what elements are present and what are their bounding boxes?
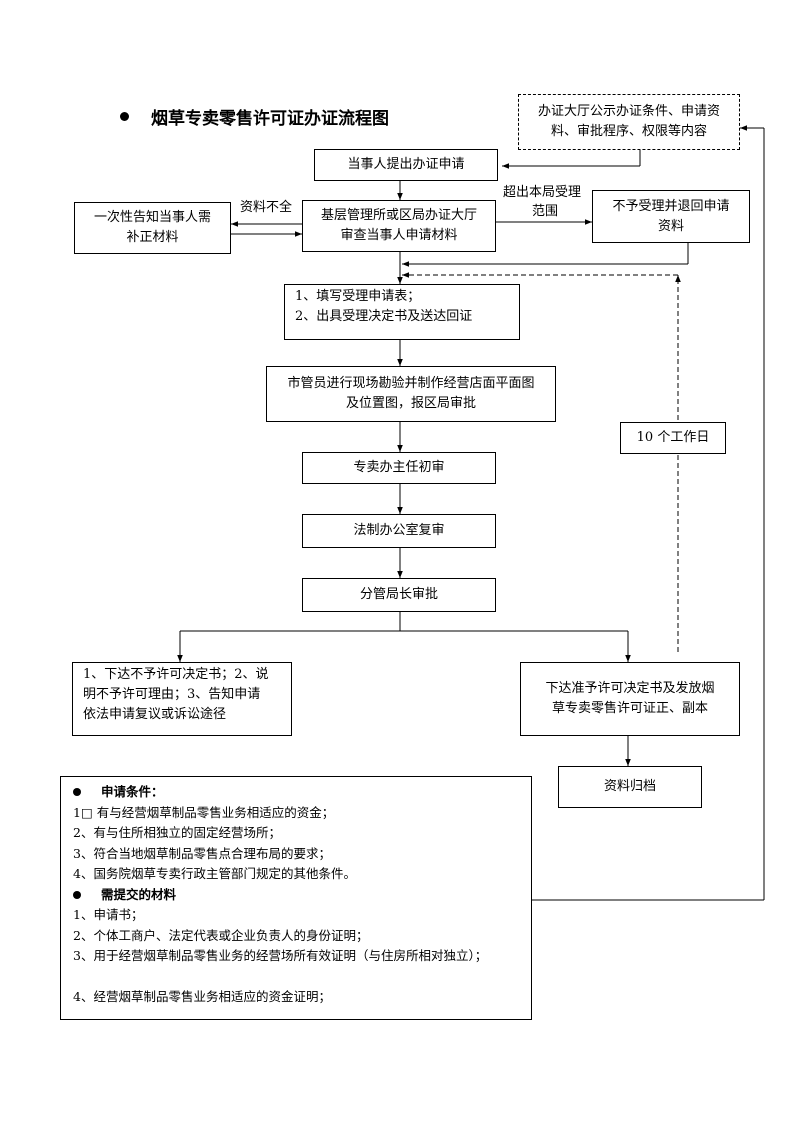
edge-label-incomplete: 资料不全	[240, 200, 293, 215]
materials-heading: 需提交的材料	[73, 885, 531, 906]
condition-item: 2、有与住所相独立的固定经营场所；	[73, 825, 281, 840]
materials-bullet-icon	[73, 890, 81, 899]
node-review-line-2: 审查当事人申请材料	[340, 228, 458, 243]
node-reject-line-1: 不予受理并退回申请	[612, 198, 730, 214]
condition-item: 3、符合当地烟草制品零售点合理布局的要求；	[73, 845, 331, 861]
node-notify-line-2: 补正材料	[126, 230, 179, 245]
node-first-review: 专卖办主任初审	[302, 452, 496, 484]
conditions-bullet-icon	[73, 788, 81, 797]
conditions-heading: 申请条件：	[73, 782, 531, 803]
node-review: 基层管理所或区局办证大厅 审查当事人申请材料	[302, 200, 496, 252]
material-item: 1、申请书；	[73, 907, 144, 922]
node-apply-text: 当事人提出办证申请	[347, 157, 465, 172]
title-bullet-icon	[120, 112, 129, 121]
page-title-text: 烟草专卖零售许可证办证流程图	[151, 109, 389, 129]
node-survey-line-2: 及位置图，报区局审批	[345, 396, 476, 411]
node-survey: 市管员进行现场勘验并制作经营店面平面图 及位置图，报区局审批	[266, 366, 556, 422]
node-review-line-1: 基层管理所或区局办证大厅	[320, 208, 477, 223]
node-public-notice-line-2: 料、审批程序、权限等内容	[550, 124, 707, 139]
material-item: 2、个体工商户、法定代表或企业负责人的身份证明；	[73, 927, 369, 943]
node-legal-review: 法制办公室复审	[302, 514, 496, 548]
node-reject: 不予受理并退回申请 资料	[592, 190, 750, 243]
node-fill-form: 1、填写受理申请表； 2、出具受理决定书及送达回证	[284, 284, 520, 340]
node-grant-decision: 下达准予许可决定书及发放烟 草专卖零售许可证正、副本	[520, 662, 740, 736]
node-deny-line-3: 依法申请复议或诉讼途径	[83, 707, 227, 722]
node-reject-line-2: 资料	[657, 218, 684, 234]
node-notify-line-1: 一次性告知当事人需	[93, 210, 211, 225]
material-item: 4、经营烟草制品零售业务相适应的资金证明；	[73, 988, 331, 1004]
node-deny-decision: 1、下达不予许可决定书；2、说 明不予许可理由；3、告知申请 依法申请复议或诉讼…	[72, 662, 292, 736]
node-workdays-text: 10 个工作日	[636, 430, 710, 445]
node-grant-line-1: 下达准予许可决定书及发放烟	[545, 681, 715, 696]
node-first-review-text: 专卖办主任初审	[353, 460, 445, 475]
node-fill-form-line-1: 1、填写受理申请表；	[295, 289, 421, 304]
node-director-text: 分管局长审批	[359, 587, 438, 602]
node-public-notice: 办证大厅公示办证条件、申请资 料、审批程序、权限等内容	[518, 94, 740, 150]
node-apply: 当事人提出办证申请	[314, 149, 498, 181]
node-archive-text: 资料归档	[603, 779, 656, 794]
node-legal-review-text: 法制办公室复审	[353, 523, 445, 538]
material-item: 3、用于经营烟草制品零售业务的经营场所有效证明（与住房所相对独立）；	[73, 948, 488, 963]
conditions-title: 申请条件：	[101, 784, 164, 799]
node-survey-line-1: 市管员进行现场勘验并制作经营店面平面图	[287, 376, 535, 391]
material-spacer	[73, 967, 531, 987]
condition-item: 1□ 有与经营烟草制品零售业务相适应的资金；	[73, 804, 335, 820]
edge-label-out-of-scope-1: 超出本局受理	[503, 185, 582, 200]
node-workdays: 10 个工作日	[620, 422, 726, 454]
condition-item: 4、国务院烟草专卖行政主管部门规定的其他条件。	[73, 866, 356, 881]
node-notify: 一次性告知当事人需 补正材料	[74, 202, 231, 254]
node-fill-form-line-2: 2、出具受理决定书及送达回证	[295, 309, 473, 324]
node-deny-line-1: 1、下达不予许可决定书；2、说	[83, 667, 269, 682]
node-grant-line-2: 草专卖零售许可证正、副本	[551, 701, 708, 716]
node-archive: 资料归档	[558, 766, 702, 808]
materials-title: 需提交的材料	[101, 886, 177, 902]
node-deny-line-2: 明不予许可理由；3、告知申请	[83, 687, 261, 702]
node-director: 分管局长审批	[302, 578, 496, 612]
node-public-notice-line-1: 办证大厅公示办证条件、申请资	[537, 104, 720, 119]
page-title: 烟草专卖零售许可证办证流程图	[120, 104, 389, 129]
requirements-panel: 申请条件： 1□ 有与经营烟草制品零售业务相适应的资金； 2、有与住所相独立的固…	[60, 776, 532, 1020]
edge-label-out-of-scope-2: 范围	[532, 204, 559, 219]
